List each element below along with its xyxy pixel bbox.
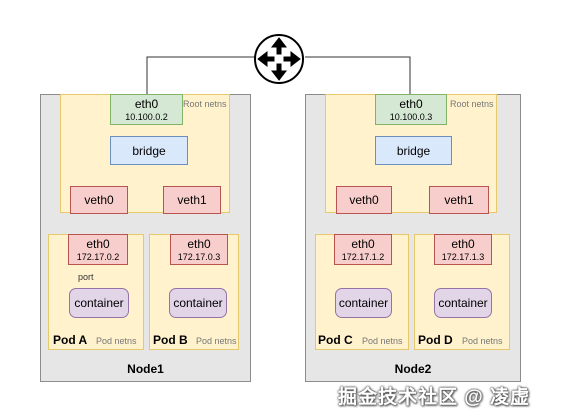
node2-bridge: bridge: [375, 136, 452, 165]
node2-root-eth0-ip: 10.100.0.3: [389, 112, 433, 122]
router-link-node2: [305, 56, 411, 95]
node1-root-eth0-ip: 10.100.0.2: [125, 112, 168, 122]
node1-pod-a-container-label: container: [74, 296, 124, 310]
node1-pod-b-netns-label: Pod netns: [196, 336, 237, 346]
router-icon: [254, 34, 304, 84]
node1-pod-a-netns-label: Pod netns: [96, 336, 137, 346]
node1-pod-b-name: Pod B: [153, 333, 188, 347]
node2-pod-d-container: container: [434, 288, 492, 318]
router: [253, 33, 305, 85]
node1-label: Node1: [127, 362, 164, 376]
node2-pod-c-eth0-ip: 172.17.1.2: [341, 252, 385, 262]
node2-veth1-label: veth1: [444, 193, 474, 207]
node1-veth0: veth0: [70, 186, 128, 214]
node1-port-label: port: [78, 272, 94, 282]
node1-root-eth0-name: eth0: [134, 97, 159, 111]
node1-root-netns-label: Root netns: [183, 99, 227, 109]
node2-pod-d-container-label: container: [438, 296, 488, 310]
node2-pod-c-container-label: container: [338, 296, 389, 310]
node2-pod-d-netns-label: Pod netns: [462, 336, 503, 346]
router-link-node1: [146, 56, 255, 95]
node1-veth0-label: veth0: [84, 193, 114, 207]
node2-veth1: veth1: [429, 186, 489, 214]
node1-veth1: veth1: [163, 186, 221, 214]
node2-pod-d-eth0-name: eth0: [451, 237, 475, 251]
node2-veth0-label: veth0: [349, 193, 379, 207]
node1-pod-a-eth0: eth0 172.17.0.2: [68, 234, 128, 265]
node2-veth0: veth0: [336, 186, 392, 214]
node1-pod-a-eth0-name: eth0: [86, 237, 110, 251]
node1-pod-b-container: container: [169, 288, 227, 318]
node1-pod-b-container-label: container: [173, 296, 223, 310]
node2-bridge-label: bridge: [396, 143, 431, 158]
node2-pod-d-eth0: eth0 172.17.1.3: [434, 234, 492, 265]
node1-pod-a-eth0-ip: 172.17.0.2: [76, 252, 120, 262]
node1-bridge-label: bridge: [132, 143, 166, 158]
node1-root-eth0: eth0 10.100.0.2: [110, 94, 183, 125]
node2-pod-c-name: Pod C: [318, 333, 353, 347]
node2-pod-c-eth0-name: eth0: [351, 237, 375, 251]
node2-root-eth0: eth0 10.100.0.3: [375, 94, 447, 125]
node2-pod-d-eth0-ip: 172.17.1.3: [441, 252, 485, 262]
node1-pod-b-eth0: eth0 172.17.0.3: [170, 234, 228, 265]
node2-root-netns-label: Root netns: [450, 99, 494, 109]
watermark: 掘金技术社区 @ 凌虚: [338, 387, 531, 408]
node1-bridge: bridge: [110, 136, 188, 165]
node2-label: Node2: [394, 362, 432, 376]
node1-veth1-label: veth1: [177, 193, 207, 207]
node2-pod-c-container: container: [335, 288, 392, 318]
node2-pod-c-netns-label: Pod netns: [362, 336, 403, 346]
node2-pod-d-name: Pod D: [418, 333, 453, 347]
node2-root-eth0-name: eth0: [399, 97, 423, 111]
node1-pod-b-eth0-name: eth0: [187, 237, 211, 251]
node1-pod-a-container: container: [69, 288, 129, 318]
node2-pod-c-eth0: eth0 172.17.1.2: [334, 234, 392, 265]
node1-pod-b-eth0-ip: 172.17.0.3: [177, 252, 221, 262]
node1-pod-a-name: Pod A: [53, 333, 88, 347]
